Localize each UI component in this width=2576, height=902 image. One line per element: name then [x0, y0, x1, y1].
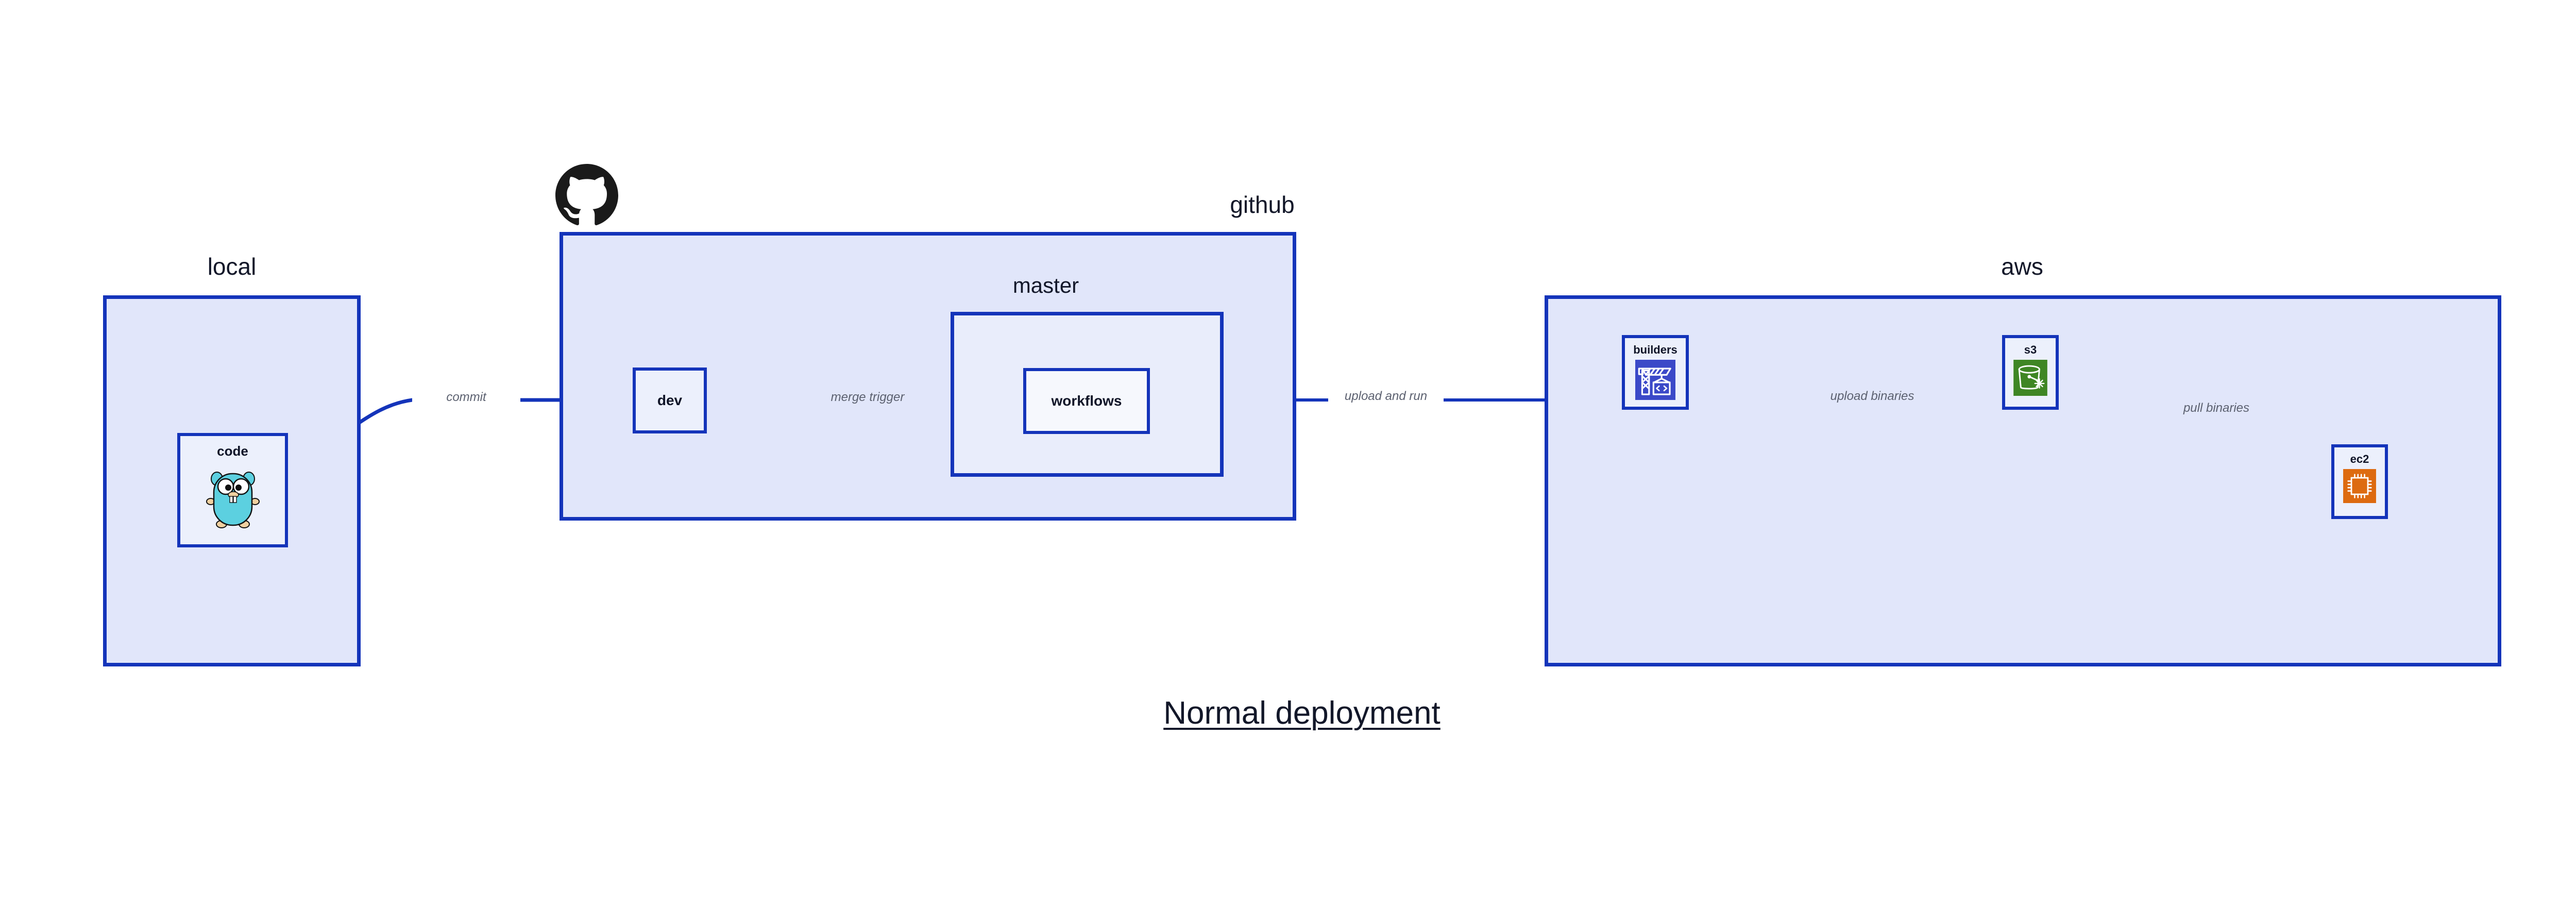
edge-label-pull-binaries: pull binaries	[2171, 401, 2262, 415]
node-workflows[interactable]: workflows	[1023, 368, 1150, 434]
crane-code-icon	[1635, 360, 1675, 403]
node-label-builders: builders	[1633, 343, 1677, 356]
node-label-workflows: workflows	[1051, 393, 1122, 409]
node-label-code: code	[217, 443, 248, 459]
github-octocat-icon	[555, 164, 618, 229]
group-label-github: github	[1230, 191, 1295, 218]
node-ec2[interactable]: ec2	[2331, 444, 2388, 519]
node-code[interactable]: code	[177, 433, 288, 547]
cpu-chip-icon	[2343, 469, 2376, 506]
node-label-dev: dev	[657, 392, 683, 408]
edge-label-upload-and-run: upload and run	[1328, 389, 1444, 404]
node-dev[interactable]: dev	[633, 368, 707, 433]
group-label-aws: aws	[2001, 253, 2043, 280]
group-label-local: local	[207, 253, 257, 280]
node-label-ec2: ec2	[2350, 453, 2369, 465]
go-gopher-icon	[205, 464, 261, 531]
node-label-s3: s3	[2024, 343, 2037, 356]
node-builders[interactable]: builders	[1622, 335, 1689, 410]
diagram-title: Normal deployment	[1163, 695, 1440, 731]
edge-label-upload-binaries: upload binaries	[1817, 389, 1928, 404]
edge-label-merge-trigger: merge trigger	[817, 390, 918, 405]
s3-bucket-icon	[2013, 360, 2047, 398]
group-label-master: master	[1012, 273, 1079, 297]
edge-label-commit: commit	[412, 390, 520, 405]
node-s3[interactable]: s3	[2002, 335, 2059, 410]
